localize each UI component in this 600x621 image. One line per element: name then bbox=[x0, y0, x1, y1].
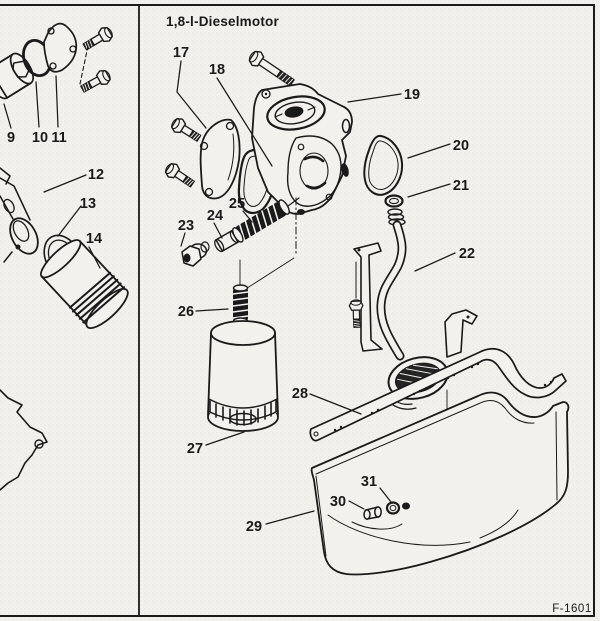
callout-22: 22 bbox=[459, 246, 475, 262]
part-cover-plate bbox=[43, 22, 78, 73]
part-drain-plug bbox=[363, 506, 382, 520]
drain-hole bbox=[402, 502, 410, 510]
part-pump-fragment bbox=[0, 167, 39, 263]
part-seal-washer bbox=[385, 501, 401, 515]
callout-25: 25 bbox=[229, 196, 245, 212]
alignment-dashed-line bbox=[79, 45, 89, 85]
callout-9: 9 bbox=[7, 130, 15, 146]
callout-27: 27 bbox=[187, 441, 203, 457]
callout-20: 20 bbox=[453, 138, 469, 154]
part-cover-gasket bbox=[363, 134, 404, 196]
part-oil-pan bbox=[310, 391, 570, 576]
callout-19: 19 bbox=[404, 87, 420, 103]
tube-bracket-2 bbox=[444, 309, 478, 358]
callout-28: 28 bbox=[292, 386, 308, 402]
figure-title: 1,8-l-Dieselmotor bbox=[166, 14, 279, 29]
tube-bracket bbox=[353, 242, 383, 352]
part-pan-gasket bbox=[309, 347, 567, 442]
part-filter-element bbox=[207, 320, 279, 432]
callout-18: 18 bbox=[209, 62, 225, 78]
part-pump-cover bbox=[199, 118, 241, 200]
leader-lines bbox=[3, 60, 456, 525]
callout-21: 21 bbox=[453, 178, 469, 194]
part-oil-pump-housing bbox=[251, 83, 353, 215]
adjacent-figure-fragment bbox=[0, 22, 129, 491]
callout-23: 23 bbox=[178, 218, 194, 234]
part-oil-filter-cartridge bbox=[40, 239, 129, 329]
figure-frame bbox=[0, 4, 595, 617]
callout-11: 11 bbox=[51, 130, 66, 146]
callout-29: 29 bbox=[246, 519, 262, 535]
callout-10: 10 bbox=[32, 130, 48, 146]
callout-13: 13 bbox=[80, 196, 96, 212]
figure-number: F-1601 bbox=[552, 603, 591, 615]
part-pickup-tube bbox=[376, 208, 407, 361]
casting-fragment bbox=[0, 389, 48, 491]
callout-17: 17 bbox=[173, 45, 189, 61]
part-relief-plug bbox=[181, 241, 210, 267]
callout-30: 30 bbox=[330, 494, 346, 510]
part-sealing-ring bbox=[384, 194, 404, 208]
callout-31: 31 bbox=[361, 474, 377, 490]
callout-24: 24 bbox=[207, 208, 223, 224]
main-figure bbox=[3, 47, 570, 576]
part-relief-spring bbox=[232, 197, 300, 243]
callout-26: 26 bbox=[178, 304, 194, 320]
callout-14: 14 bbox=[86, 231, 102, 247]
callout-12: 12 bbox=[88, 167, 104, 183]
